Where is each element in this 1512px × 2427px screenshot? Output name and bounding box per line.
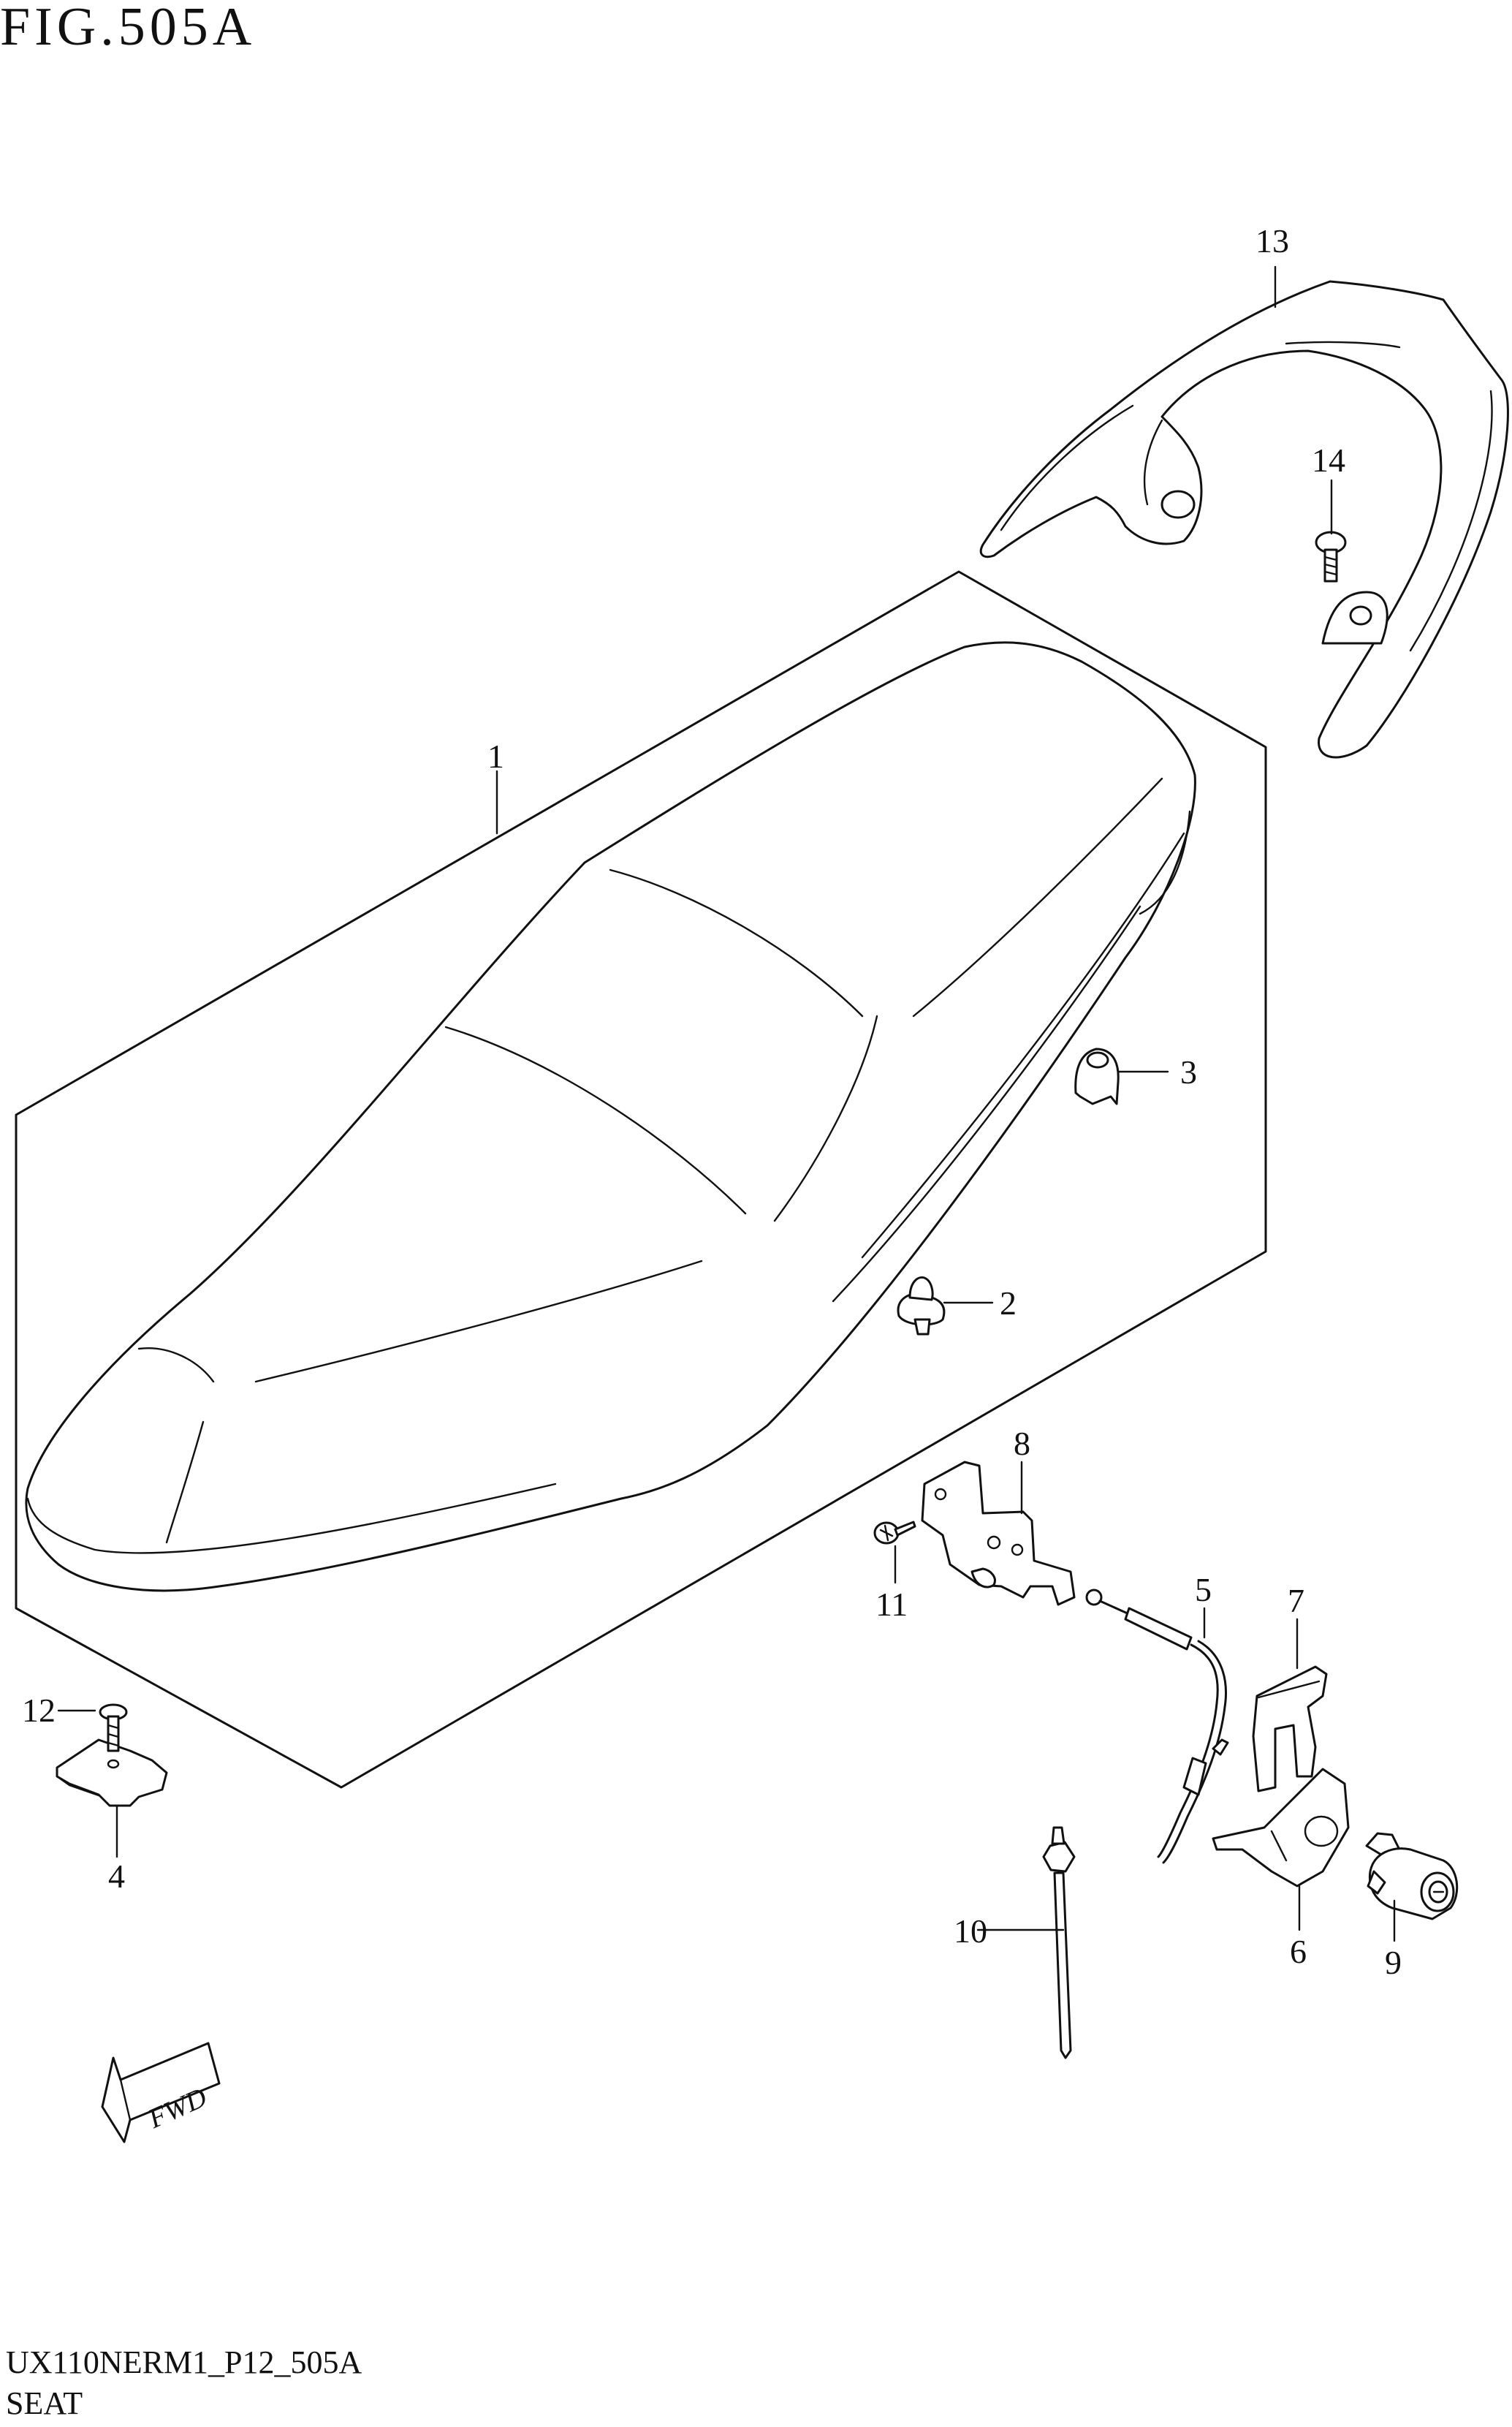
callout-14: 14 [1312,442,1345,479]
lock-cylinder-part-9 [1365,1832,1459,1920]
fwd-arrow-icon: FWD [101,2042,221,2143]
callout-2: 2 [1000,1284,1017,1322]
diagram-code: UX110NERM1_P12_505A [6,2344,362,2380]
callout-12: 12 [22,1692,56,1729]
callout-11: 11 [875,1586,908,1623]
callout-labels: 1 13 14 3 2 8 11 5 7 6 9 10 12 4 [22,222,1402,1981]
callout-4: 4 [108,1858,125,1895]
callout-9: 9 [1385,1944,1402,1981]
bracket-part-6 [1212,1768,1350,1888]
clip-part-7 [1252,1665,1328,1792]
callout-1: 1 [487,738,504,775]
screw-part-11 [873,1521,916,1545]
figure-title: FIG.505A [0,0,257,57]
callout-13: 13 [1255,222,1289,260]
lock-bracket-part-8 [921,1461,1076,1606]
plate-part-4 [56,1738,168,1807]
assembly-outline [15,570,1267,1789]
bolt-part-14 [1315,531,1347,583]
cushion-part-2 [897,1276,946,1336]
callout-5: 5 [1195,1571,1212,1608]
seat-part [25,641,1196,1592]
cable-part-5 [1085,1589,1229,1864]
screw-part-12 [99,1703,128,1752]
callout-10: 10 [954,1912,987,1950]
diagram-name: SEAT [6,2385,83,2421]
callout-6: 6 [1290,1933,1307,1970]
callout-7: 7 [1288,1582,1304,1619]
cable-tie-part-10 [1042,1826,1076,2059]
cushion-part-3 [1074,1048,1120,1105]
leader-lines [57,265,1396,1942]
callout-8: 8 [1014,1425,1030,1462]
callout-3: 3 [1180,1053,1197,1091]
grab-rail-part [979,280,1509,759]
